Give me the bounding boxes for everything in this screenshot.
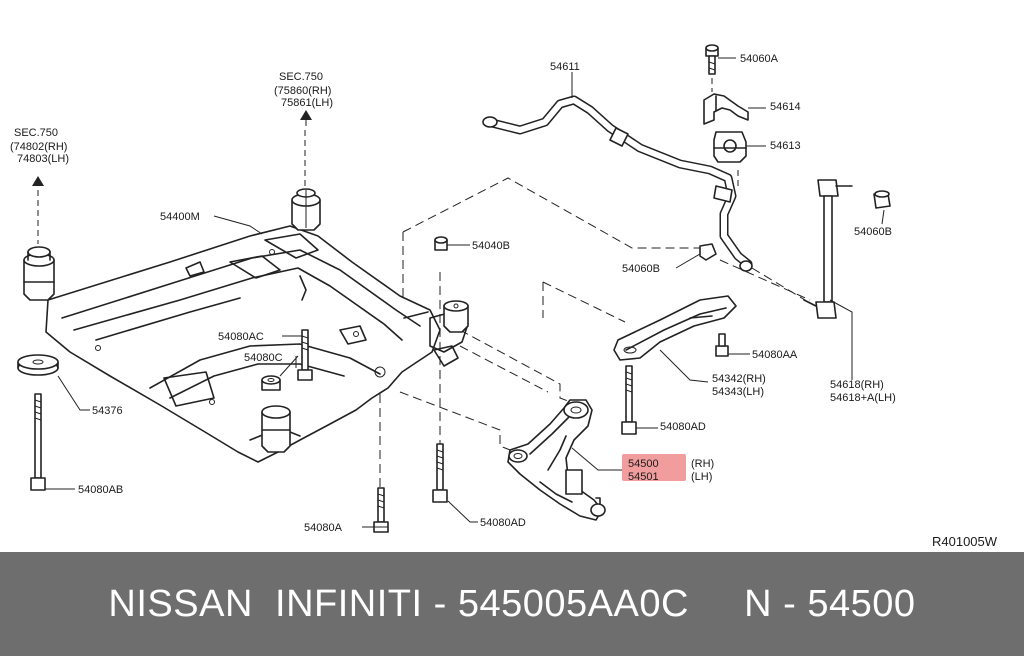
bolt-54080ad-right bbox=[621, 365, 637, 435]
label-54400m: 54400M bbox=[160, 211, 200, 223]
label-54501-side: (LH) bbox=[691, 471, 712, 483]
banner-text: NISSAN INFINITI - 545005AA0C N - 54500 bbox=[108, 582, 916, 625]
reference-lines bbox=[37, 78, 811, 520]
bolt-54080a bbox=[373, 487, 389, 533]
label-54080ad-right: 54080AD bbox=[660, 421, 706, 433]
reference-code: R401005W bbox=[932, 534, 998, 549]
label-54060a: 54060A bbox=[740, 53, 779, 65]
label-54080ac: 54080AC bbox=[218, 331, 264, 343]
label-54613: 54613 bbox=[770, 140, 801, 152]
stabilizer-connecting-rod bbox=[803, 179, 853, 319]
transverse-link-54500 bbox=[507, 399, 606, 521]
part-number-banner: NISSAN INFINITI - 545005AA0C N - 54500 bbox=[0, 552, 1024, 656]
arrow-up-right bbox=[300, 110, 312, 130]
label-54618a: 54618+A(LH) bbox=[830, 392, 896, 404]
label-54040b: 54040B bbox=[472, 240, 510, 252]
label-54611: 54611 bbox=[550, 61, 580, 73]
stabilizer-bar bbox=[482, 95, 753, 272]
lower-link-bracket bbox=[613, 295, 737, 361]
label-54060b-left: 54060B bbox=[622, 263, 660, 275]
nut-54060b-right bbox=[873, 190, 891, 209]
label-54080aa: 54080AA bbox=[752, 349, 798, 361]
bolt-54080ac bbox=[297, 329, 313, 381]
label-54080ab: 54080AB bbox=[78, 484, 123, 496]
label-54080c: 54080C bbox=[244, 352, 283, 364]
label-54080ad-lower: 54080AD bbox=[480, 517, 526, 529]
rear-mount-left bbox=[23, 246, 55, 301]
bushing-54613 bbox=[713, 131, 747, 163]
front-suspension-member bbox=[45, 225, 469, 463]
label-54501: 54501 bbox=[628, 471, 659, 483]
bolt-54080ab bbox=[30, 393, 46, 491]
label-54060b-right: 54060B bbox=[854, 226, 892, 238]
label-54376: 54376 bbox=[92, 405, 123, 417]
bolt-54080ad-lower bbox=[432, 443, 448, 503]
label-sec750-left-rh: (74802(RH) bbox=[10, 141, 67, 153]
label-sec750-top-rh: (75860(RH) bbox=[274, 85, 331, 97]
callouts: SEC.750 (75860(RH) 75861(LH) SEC.750 (74… bbox=[10, 53, 998, 549]
front-mount-lower bbox=[261, 405, 291, 453]
stopper-washer bbox=[17, 354, 59, 376]
arrow-up-left bbox=[32, 176, 44, 186]
label-54614: 54614 bbox=[770, 101, 801, 113]
label-54500: 54500 bbox=[628, 458, 659, 470]
parts-diagram: SEC.750 (75860(RH) 75861(LH) SEC.750 (74… bbox=[10, 44, 998, 549]
highlight-box bbox=[622, 454, 686, 481]
nut-54040b bbox=[434, 236, 448, 251]
label-54618: 54618(RH) bbox=[830, 379, 884, 391]
label-sec750-left-lh: 74803(LH) bbox=[17, 153, 69, 165]
bolt-54060a bbox=[705, 44, 719, 75]
bolt-54080aa bbox=[715, 333, 729, 357]
clamp-54614 bbox=[703, 93, 749, 125]
leader-lines bbox=[45, 57, 885, 528]
label-sec750-left: SEC.750 bbox=[14, 127, 58, 139]
nut-54060b-left bbox=[699, 243, 717, 261]
label-54080a: 54080A bbox=[304, 522, 343, 534]
label-54500-side: (RH) bbox=[691, 458, 714, 470]
label-sec750-top-lh: 75861(LH) bbox=[281, 97, 333, 109]
front-mount-right bbox=[443, 300, 469, 333]
label-54342: 54342(RH) bbox=[712, 373, 766, 385]
collar-54080c bbox=[261, 375, 281, 391]
label-54343: 54343(LH) bbox=[712, 386, 764, 398]
label-sec750-top: SEC.750 bbox=[279, 71, 323, 83]
